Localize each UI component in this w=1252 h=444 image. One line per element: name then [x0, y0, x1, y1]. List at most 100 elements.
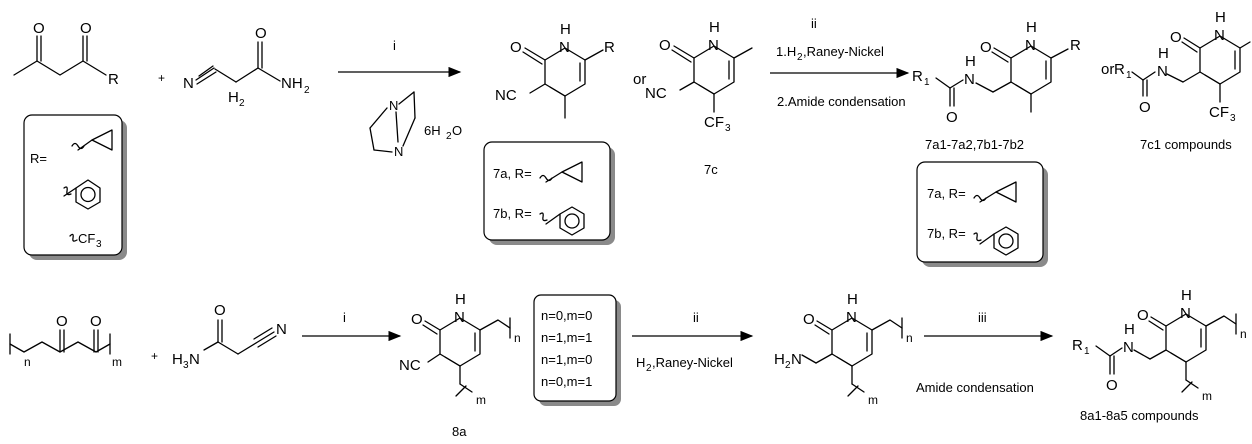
svg-text:N: N	[389, 98, 398, 113]
svg-text:H: H	[709, 19, 720, 36]
pyridone-7c: O N H NC CF 3 7c	[645, 19, 753, 177]
compound-label-7: 7a1-7a2,7b1-7b2	[925, 137, 1024, 152]
svg-text:N: N	[1123, 339, 1134, 356]
r-substituent-box: R= CF 3	[23, 114, 127, 260]
svg-text:n: n	[906, 331, 913, 345]
cyanoacetamide-bottom: H 3 N O N	[172, 302, 287, 371]
svg-text:2: 2	[646, 363, 652, 374]
svg-text:1.H: 1.H	[776, 44, 796, 59]
svg-text:O: O	[980, 39, 992, 56]
svg-text:N: N	[276, 321, 287, 338]
svg-text:,Raney-Nickel: ,Raney-Nickel	[652, 355, 733, 370]
phenyl-icon	[63, 179, 101, 210]
svg-text:O: O	[255, 25, 267, 42]
svg-text:H: H	[455, 291, 466, 308]
svg-text:CF: CF	[1209, 104, 1229, 121]
svg-text:6H: 6H	[424, 123, 441, 138]
svg-text:N: N	[183, 75, 194, 92]
svg-text:H: H	[965, 53, 976, 70]
cyclopropyl-icon	[973, 181, 1017, 203]
svg-text:3: 3	[725, 123, 731, 134]
step-i-arrow-bottom: i	[302, 310, 402, 342]
svg-text:O: O	[1106, 377, 1118, 394]
svg-text:NC: NC	[645, 85, 667, 102]
svg-text:2: 2	[785, 360, 791, 371]
svg-text:N: N	[1157, 63, 1168, 80]
svg-text:R: R	[1072, 337, 1083, 354]
oxygen-label: O	[80, 20, 92, 37]
pyridone-7ab: O N H R NC	[495, 21, 615, 119]
substituent-box-product: 7a, R= 7b, R=	[916, 161, 1048, 267]
svg-text:N: N	[964, 71, 975, 88]
svg-text:2.Amide condensation: 2.Amide condensation	[777, 94, 906, 109]
condition-line: n=1,m=1	[541, 330, 592, 345]
amide-product-8: O N H N H O R 1 n m 8a1-8a5 compounds	[1072, 287, 1247, 423]
svg-text:,Raney-Nickel: ,Raney-Nickel	[803, 44, 884, 59]
svg-text:N: N	[189, 351, 200, 368]
svg-text:O: O	[659, 37, 671, 54]
svg-text:H: H	[560, 21, 571, 38]
dabco-catalyst: N N	[369, 91, 416, 159]
pyridone-8a: O N H NC n m 8a	[399, 291, 521, 439]
step-i-arrow: i N N 6H 2 O	[338, 38, 462, 159]
svg-text:H: H	[228, 89, 239, 106]
svg-text:CF: CF	[704, 114, 724, 131]
svg-text:m: m	[1202, 389, 1212, 403]
svg-text:N: N	[1214, 27, 1225, 44]
svg-text:O: O	[1139, 99, 1151, 116]
svg-text:i: i	[393, 38, 396, 53]
oxygen-label: O	[33, 20, 45, 37]
svg-text:N: N	[1025, 37, 1036, 54]
svg-text:m: m	[476, 393, 486, 407]
substituent-box-7ab: 7a, R= 7b, R=	[483, 141, 615, 245]
svg-text:1: 1	[1126, 70, 1132, 81]
svg-text:1: 1	[924, 77, 930, 88]
svg-text:N: N	[846, 309, 857, 326]
plus-sign: +	[151, 349, 158, 363]
step-ii-arrow: ii 1.H 2 ,Raney-Nickel 2.Amide condensat…	[770, 16, 910, 109]
step-ii-arrow-bottom: ii H 2 ,Raney-Nickel	[632, 310, 754, 374]
svg-text:1: 1	[1084, 346, 1090, 357]
svg-text:R: R	[1114, 61, 1125, 78]
svg-text:O: O	[452, 123, 462, 138]
svg-text:N: N	[791, 351, 802, 368]
svg-text:3: 3	[183, 360, 189, 371]
svg-text:O: O	[1137, 307, 1149, 324]
svg-text:R: R	[1070, 37, 1081, 54]
svg-text:N: N	[708, 37, 719, 54]
svg-text:Amide condensation: Amide condensation	[916, 380, 1034, 395]
svg-text:H: H	[172, 351, 183, 368]
trifluoromethyl-icon: CF 3	[69, 231, 102, 250]
compound-label-7c: 7c	[704, 162, 718, 177]
amide-product-7: O N H R N H O R 1 7a1-7a2,7b1-7b2	[912, 19, 1081, 152]
diketone-bottom: O O n m	[9, 313, 122, 369]
svg-text:H: H	[774, 351, 785, 368]
svg-text:N: N	[559, 39, 570, 56]
svg-text:2: 2	[797, 52, 803, 63]
svg-text:m: m	[868, 393, 878, 407]
cyclopropyl-icon	[539, 161, 583, 183]
diketone-top: O O R	[13, 20, 119, 88]
svg-text:NC: NC	[399, 357, 421, 374]
svg-text:7a, R=: 7a, R=	[927, 186, 966, 201]
svg-text:2: 2	[239, 98, 245, 109]
cyanoacetamide: N O H 2 NH 2	[183, 25, 310, 109]
or-label: or	[633, 71, 646, 88]
svg-text:O: O	[803, 311, 815, 328]
svg-text:H: H	[847, 291, 858, 308]
compound-label-7c1: 7c1 compounds	[1140, 137, 1232, 152]
svg-text:O: O	[214, 302, 226, 319]
svg-text:N: N	[394, 144, 403, 159]
svg-text:H: H	[1026, 19, 1037, 36]
svg-text:NC: NC	[495, 87, 517, 104]
plus-sign: +	[158, 71, 165, 85]
svg-text:CF: CF	[78, 231, 95, 246]
svg-text:N: N	[454, 309, 465, 326]
condition-line: n=0,m=1	[541, 374, 592, 389]
svg-text:n: n	[24, 355, 31, 369]
svg-text:ii: ii	[811, 16, 817, 31]
compound-label-8: 8a1-8a5 compounds	[1080, 408, 1199, 423]
svg-text:7a, R=: 7a, R=	[493, 166, 532, 181]
svg-text:7b, R=: 7b, R=	[493, 206, 532, 221]
